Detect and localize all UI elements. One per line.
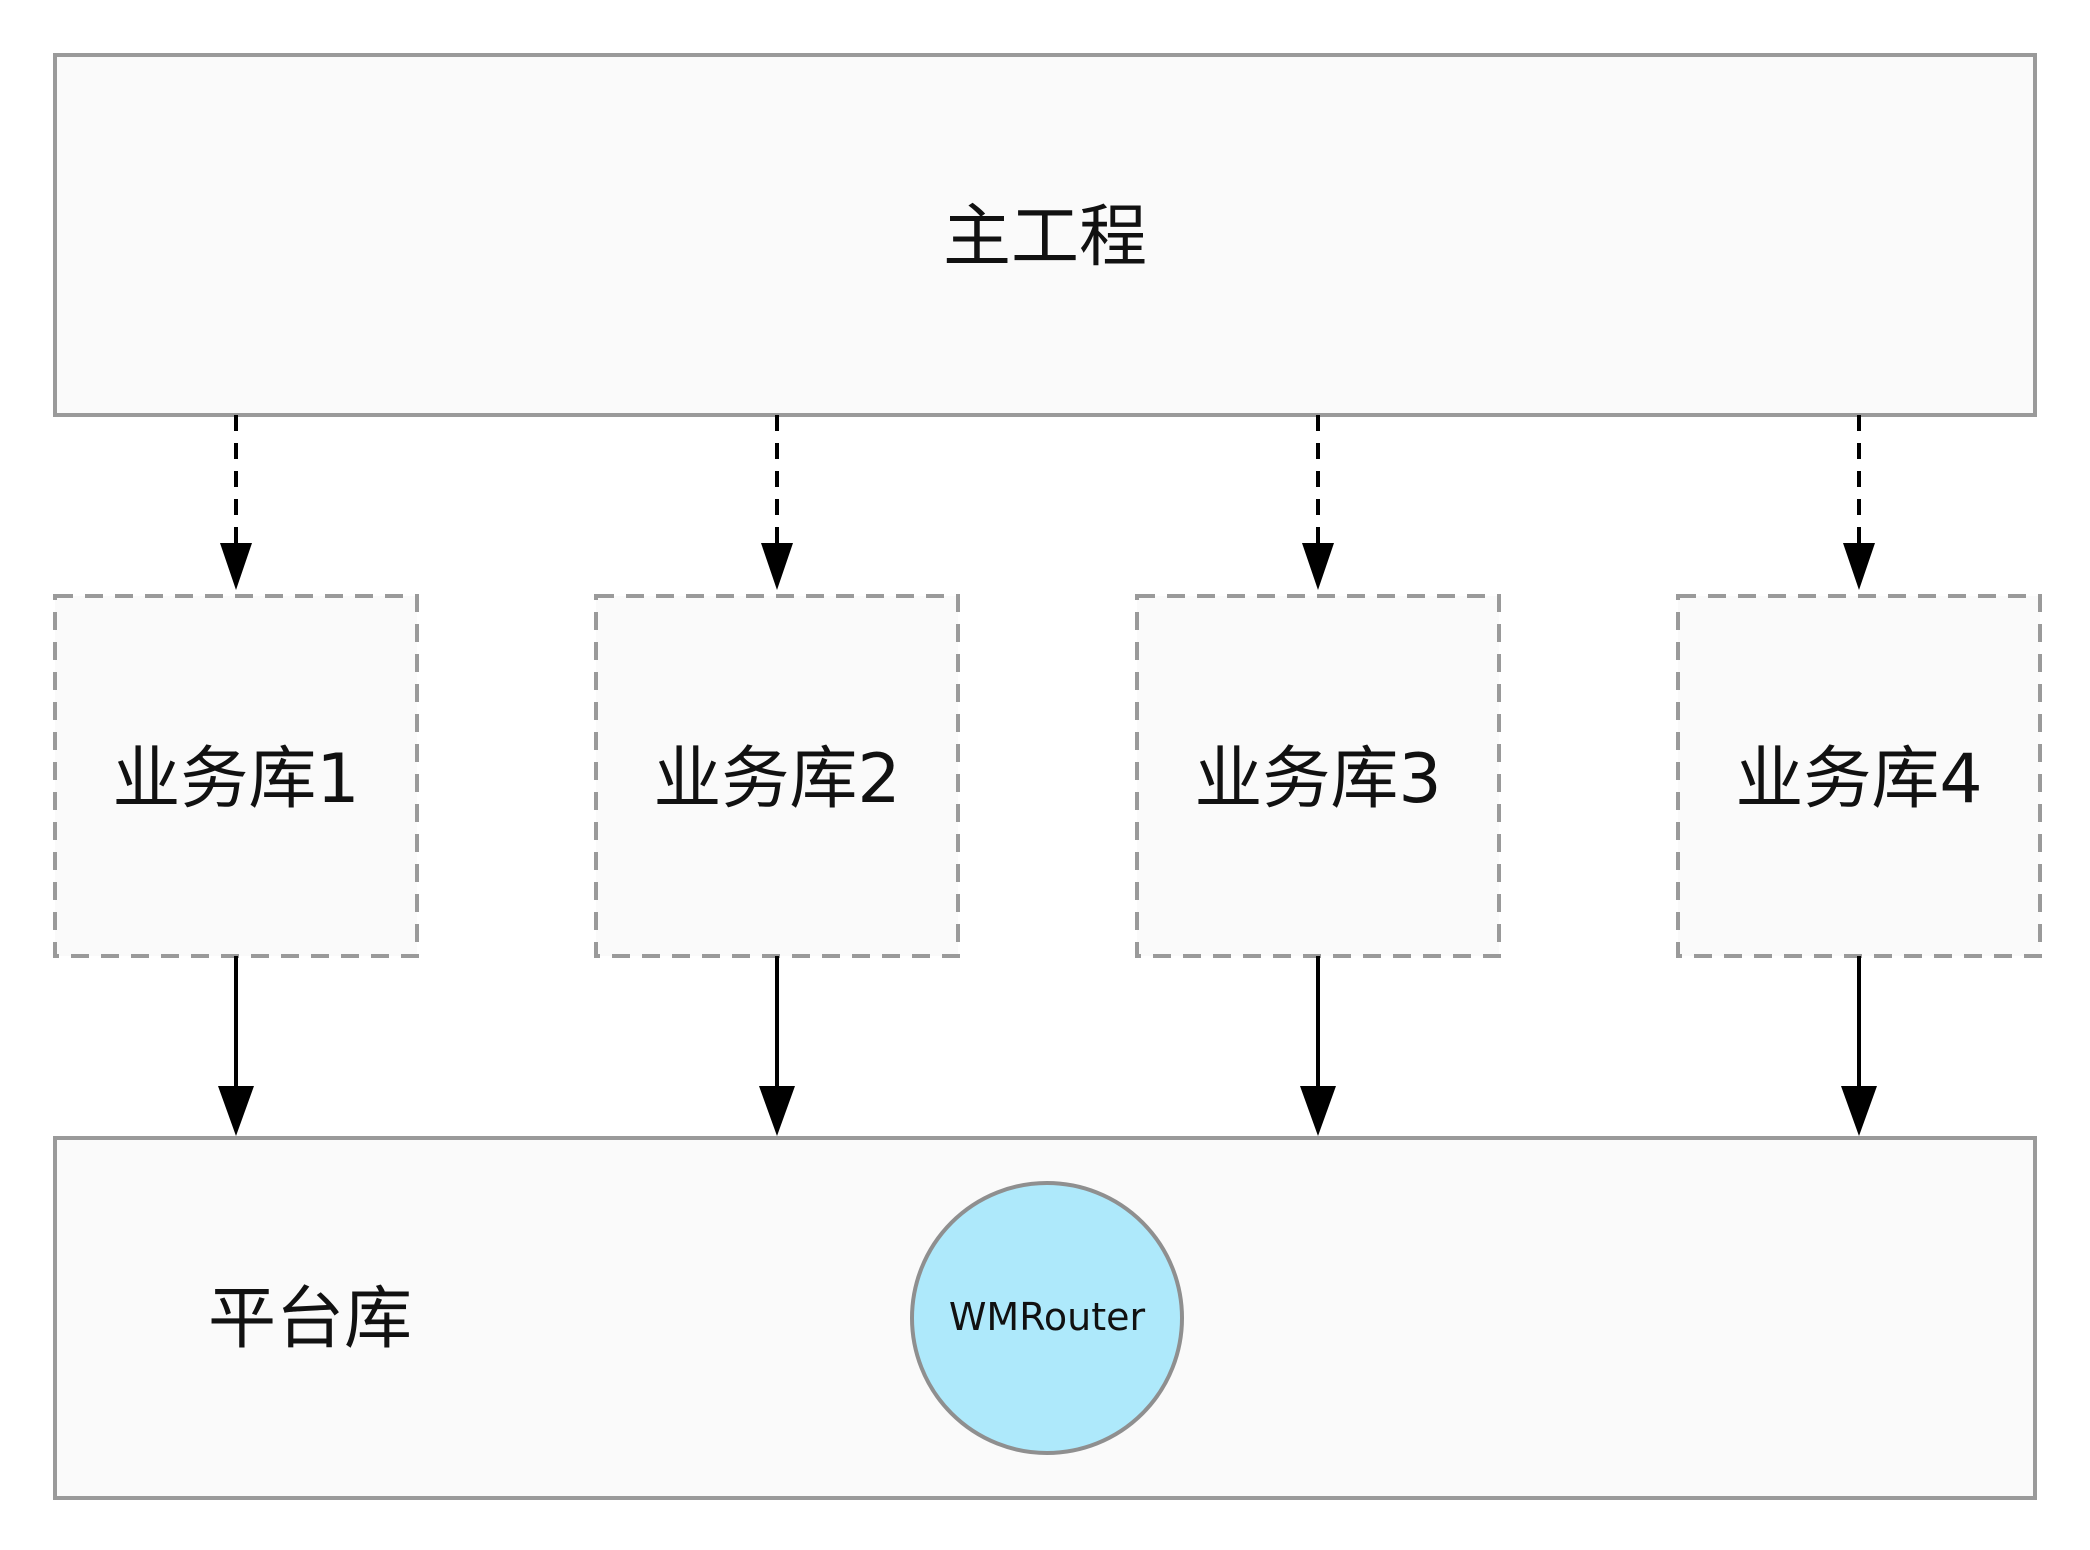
wmrouter-node: WMRouter [910,1181,1184,1455]
main-project-rect [53,53,2037,417]
wmrouter-circle [910,1181,1184,1455]
main-project-box: 主工程 [53,53,2037,417]
dependency-arrows-solid [218,956,1877,1136]
dashed-arrow-2 [761,415,793,590]
solid-arrow-1 [218,956,254,1136]
business-lib-box-1: 业务库1 [53,594,419,958]
business-lib-box-4: 业务库4 [1676,594,2042,958]
platform-lib-label: 平台库 [208,1280,412,1359]
business-lib-label-2: 业务库2 [653,740,900,819]
solid-arrow-3 [1300,956,1336,1136]
dependency-arrows-dashed [220,415,1875,590]
business-lib-label-1: 业务库1 [112,740,359,819]
platform-lib-box: 平台库 WMRouter [53,1136,2037,1500]
business-lib-box-2: 业务库2 [594,594,960,958]
solid-arrow-2 [759,956,795,1136]
business-lib-box-3: 业务库3 [1135,594,1501,958]
solid-arrow-4 [1841,956,1877,1136]
dashed-arrow-3 [1302,415,1334,590]
main-project-label: 主工程 [943,198,1147,277]
wmrouter-label: WMRouter [949,1295,1146,1339]
business-lib-label-3: 业务库3 [1194,740,1441,819]
dashed-arrow-1 [220,415,252,590]
dashed-arrow-4 [1843,415,1875,590]
business-lib-label-4: 业务库4 [1735,740,1982,819]
